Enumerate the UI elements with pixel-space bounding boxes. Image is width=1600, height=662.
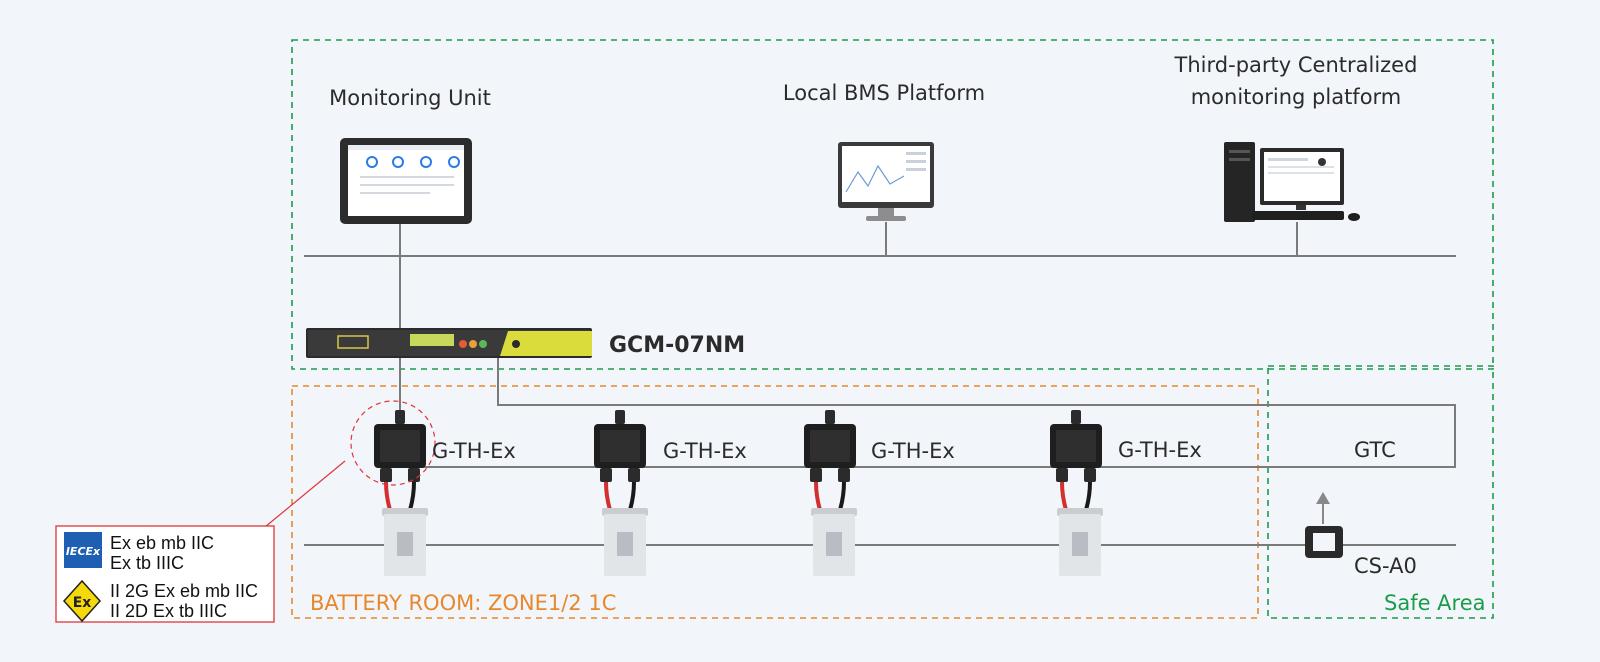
atex-line-2: II 2D Ex tb IIIC (110, 601, 227, 621)
callout-circle (350, 400, 436, 486)
atex-line-1: II 2G Ex eb mb IIC (110, 581, 258, 601)
safe-area-label: Safe Area (1384, 591, 1486, 615)
iecex-logo-icon: IECEx (64, 532, 102, 568)
control-zone-border (291, 39, 1494, 370)
svg-text:Ex: Ex (73, 595, 92, 611)
sensor-module-icon (594, 410, 646, 511)
rack-controller-icon (306, 328, 592, 358)
local-bms-label: Local BMS Platform (783, 81, 985, 105)
gtc-label: GTC (1354, 438, 1396, 462)
battery-icon (1057, 508, 1103, 576)
desktop-pc-icon (1224, 142, 1360, 222)
third-party-label-line-2: monitoring platform (1191, 85, 1402, 109)
gth-label-2: G-TH-Ex (663, 439, 747, 463)
battery-room-border (291, 385, 1259, 619)
arrow-up-icon (1316, 492, 1330, 504)
current-sensor-icon (1305, 526, 1343, 558)
sensor-module-icon (1050, 410, 1102, 511)
svg-text:IECEx: IECEx (66, 545, 101, 558)
iecex-line-1: Ex eb mb IIC (110, 533, 214, 553)
battery-icon (382, 508, 428, 576)
monitoring-unit-label: Monitoring Unit (329, 86, 491, 110)
gth-label-4: G-TH-Ex (1118, 438, 1202, 462)
sensor-module-icon (804, 410, 856, 511)
sensor-module-icon (374, 410, 426, 511)
safe-area-border (1267, 365, 1494, 619)
wiring (304, 220, 1456, 546)
battery-icon (602, 508, 648, 576)
cs-label: CS-A0 (1354, 554, 1417, 578)
battery-icon (811, 508, 857, 576)
atex-logo-icon: Ex (62, 579, 102, 623)
monitor-icon (838, 142, 934, 221)
iecex-line-2: Ex tb IIIC (110, 553, 184, 573)
gth-label-1: G-TH-Ex (432, 439, 516, 463)
gcm-label: GCM-07NM (609, 333, 745, 358)
gth-label-3: G-TH-Ex (871, 439, 955, 463)
battery-room-label: BATTERY ROOM: ZONE1/2 1C (310, 591, 616, 615)
tablet-icon (340, 138, 472, 224)
callout-line (264, 460, 346, 528)
third-party-label-line-1: Third-party Centralized (1174, 53, 1418, 77)
